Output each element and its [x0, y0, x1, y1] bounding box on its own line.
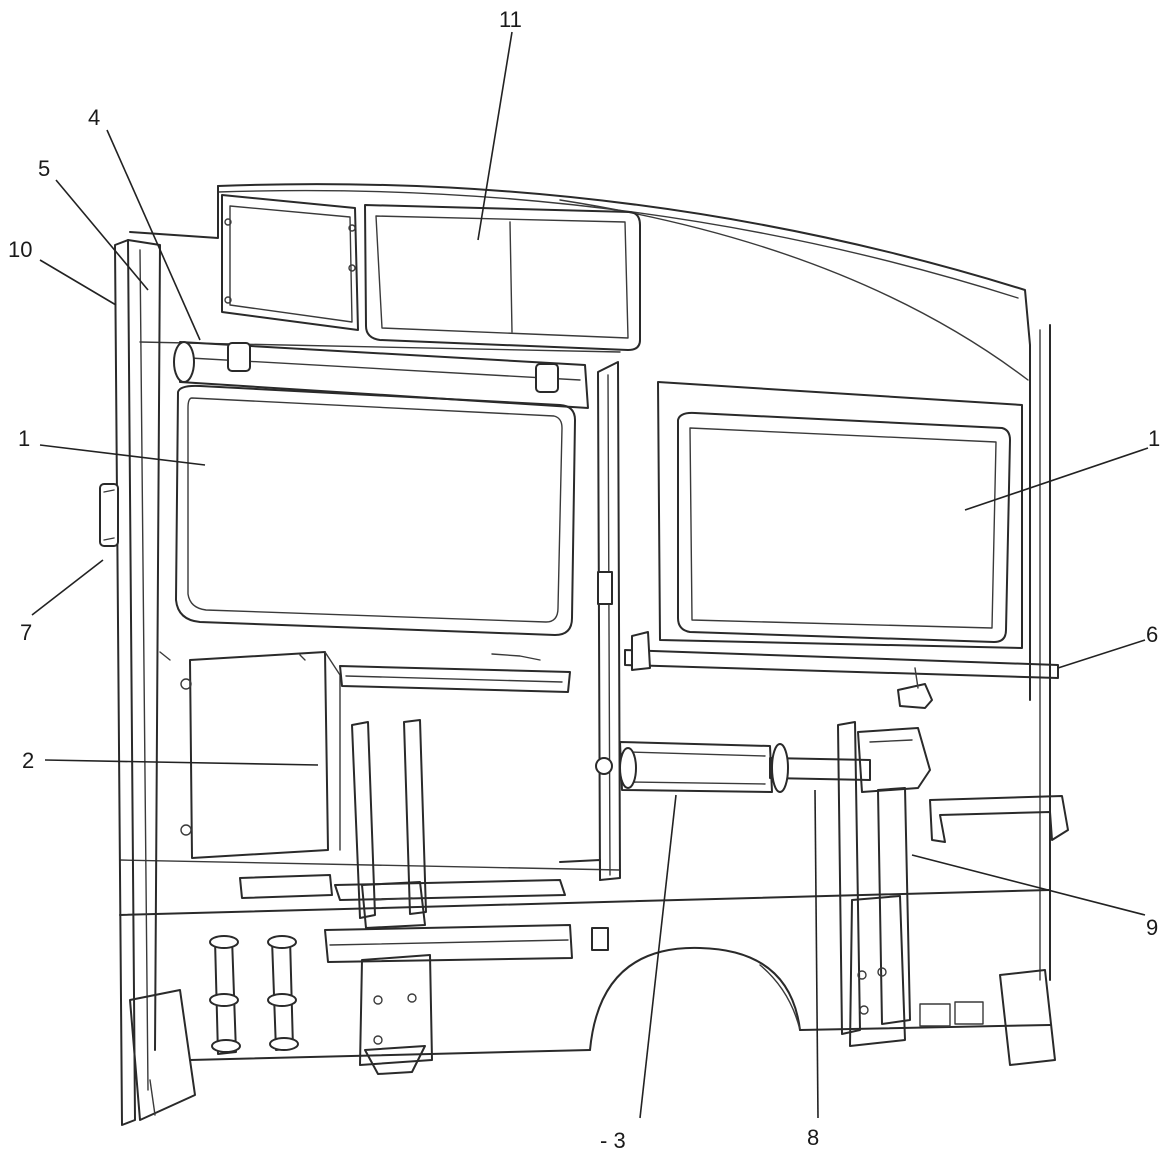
lower-cross-rail	[324, 924, 609, 963]
leader-3	[639, 794, 677, 1119]
body-outline	[119, 183, 1056, 1066]
horizontal-strut-3	[619, 741, 871, 793]
leader-9	[911, 854, 1146, 916]
upper-window-11	[364, 204, 641, 351]
callout-9: 9	[1146, 915, 1158, 940]
callout-labels: 11 4 5 10 1 7 2 1 6 9 - 3 8	[8, 7, 1160, 1153]
mounting-bolts	[209, 935, 299, 1055]
leader-10	[39, 259, 117, 306]
callout-7: 7	[20, 620, 32, 645]
leader-7	[31, 559, 104, 616]
mid-shelf	[339, 653, 571, 693]
callout-4: 4	[88, 105, 100, 130]
right-seat-frame-9	[837, 721, 1069, 1047]
leader-1-right	[964, 447, 1149, 511]
central-door-post	[559, 361, 621, 881]
leader-5	[55, 179, 149, 291]
leader-6	[1057, 639, 1146, 669]
callout-6: 6	[1146, 622, 1158, 647]
lower-right-rail-6	[624, 631, 1059, 709]
left-window	[175, 384, 576, 636]
leader-2	[44, 759, 319, 766]
callout-10: 10	[8, 237, 32, 262]
callout-1-left: 1	[18, 426, 30, 451]
callout-1-right: 1	[1148, 426, 1160, 451]
callout-11: 11	[499, 7, 522, 32]
leader-8	[814, 789, 819, 1119]
callout-5: 5	[38, 156, 50, 181]
leader-11	[477, 31, 513, 241]
leader-lines	[31, 31, 1149, 1119]
leader-1-left	[39, 444, 206, 466]
seat-foot-latch	[359, 954, 433, 1075]
top-rail-4	[173, 341, 589, 409]
right-window	[657, 381, 1023, 649]
leader-4	[106, 129, 201, 341]
callout-3: - 3	[600, 1128, 626, 1153]
seat-frame	[239, 719, 566, 929]
callout-8: 8	[807, 1125, 819, 1150]
upper-left-panel	[221, 194, 359, 331]
lower-left-panel-2	[159, 651, 341, 859]
left-door-rail	[114, 239, 196, 1126]
callout-2: 2	[22, 748, 34, 773]
bracket-7	[99, 483, 119, 547]
